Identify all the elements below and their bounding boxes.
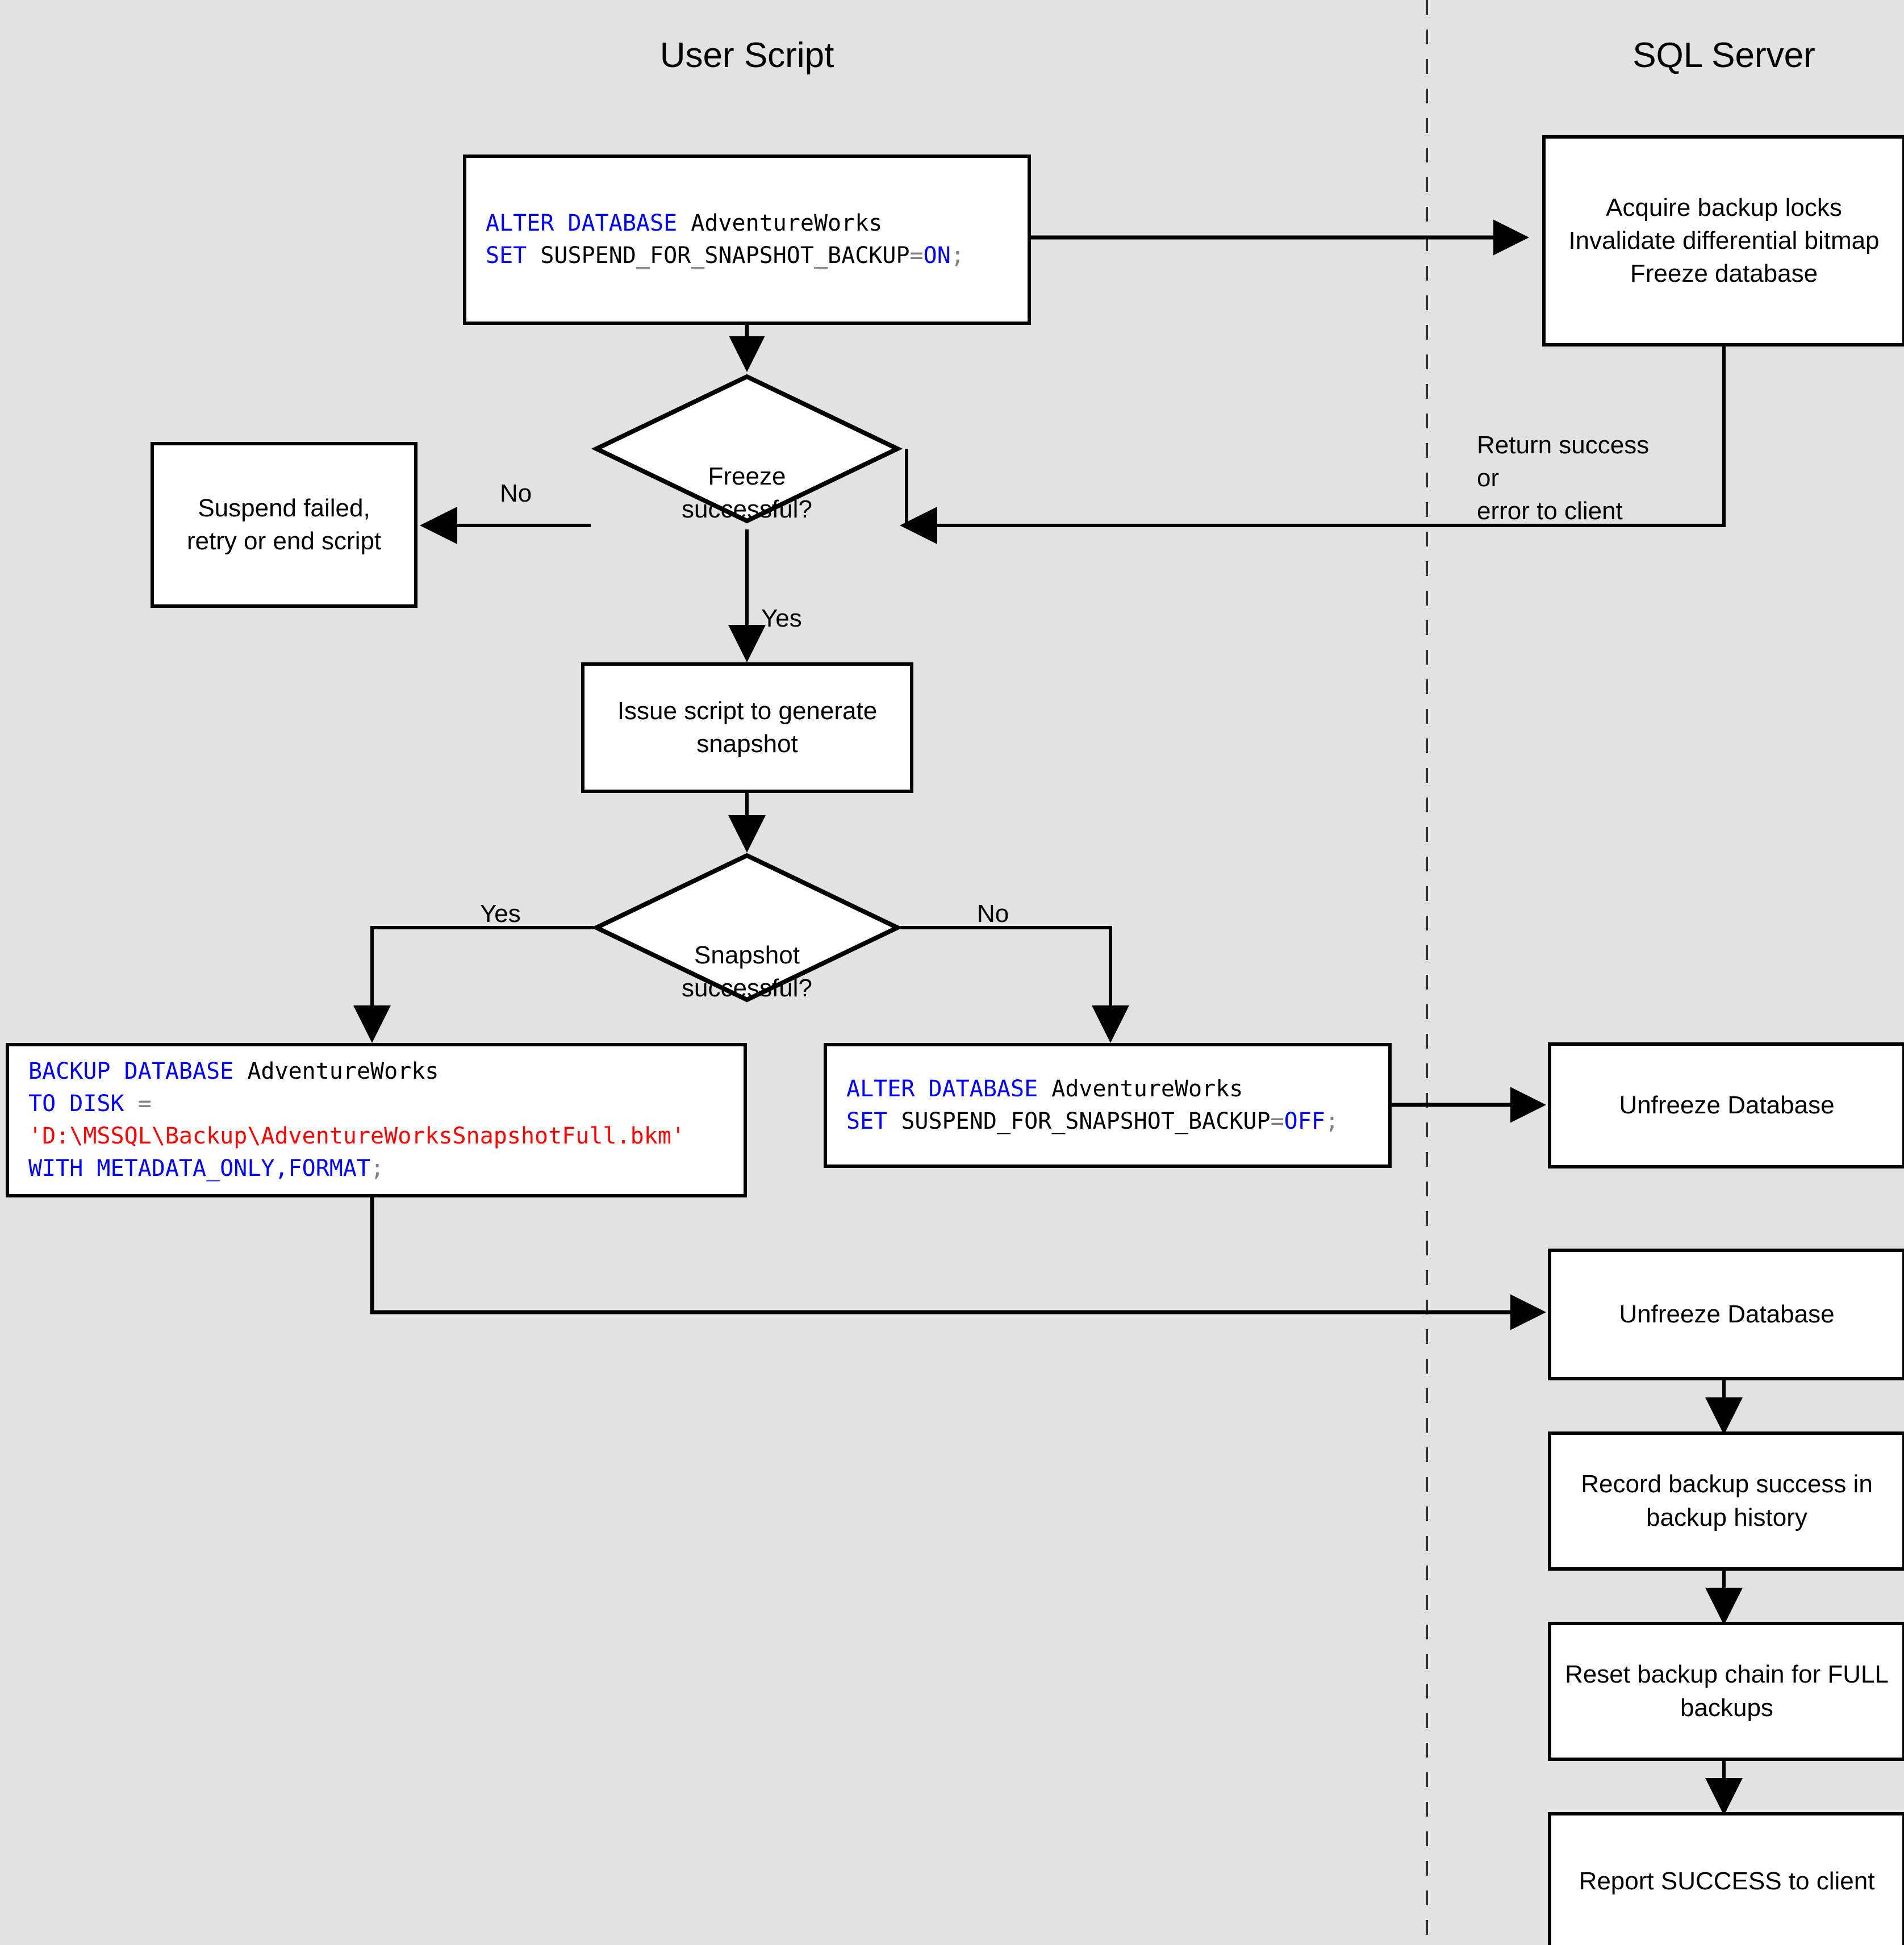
alter-on-line2-semicolon: ; (950, 243, 964, 269)
lane-title-sql-server: SQL Server (1632, 36, 1815, 75)
unfreeze-database-2-label: Unfreeze Database (1619, 1300, 1835, 1328)
alter-off-code: ALTER DATABASE AdventureWorks SET SUSPEN… (827, 1073, 1339, 1138)
edge-backup-to-unfreeze2 (370, 1197, 1546, 1330)
alter-off-line1-rest: AdventureWorks (1038, 1076, 1243, 1103)
node-acquire-backup-locks[interactable]: Acquire backup locks Invalidate differen… (1542, 135, 1904, 347)
node-unfreeze-database-1[interactable]: Unfreeze Database (1548, 1042, 1904, 1168)
unfreeze-database-1-label: Unfreeze Database (1619, 1091, 1835, 1119)
alter-off-line1-keyword: ALTER DATABASE (846, 1076, 1038, 1103)
backup-line3-path: 'D:\MSSQL\Backup\AdventureWorksSnapshotF… (28, 1123, 685, 1149)
suspend-failed-label: Suspend failed, retry or end script (186, 494, 382, 555)
node-backup-database[interactable]: BACKUP DATABASE AdventureWorks TO DISK =… (6, 1043, 747, 1197)
alter-off-line2-value: OFF (1284, 1108, 1325, 1134)
edge-snapshot-yes (353, 926, 594, 1043)
edge-label-return-status: Return success or error to client (1477, 431, 1650, 525)
edge-label-snapshot-no: No (977, 900, 1009, 928)
backup-line4-semicolon: ; (370, 1155, 385, 1182)
edge-label-snapshot-yes: Yes (480, 900, 521, 928)
edge-acquire-to-freeze (905, 347, 1726, 527)
issue-script-label: Issue script to generate snapshot (617, 696, 878, 758)
alter-off-line2-keyword: SET (846, 1108, 888, 1134)
node-record-backup-success[interactable]: Record backup success in backup history (1548, 1431, 1904, 1571)
node-issue-script[interactable]: Issue script to generate snapshot (581, 662, 913, 793)
backup-line2-equals: = (137, 1091, 152, 1117)
alter-on-code: ALTER DATABASE AdventureWorks SET SUSPEN… (466, 207, 964, 272)
node-report-success[interactable]: Report SUCCESS to client (1548, 1812, 1904, 1945)
backup-database-code: BACKUP DATABASE AdventureWorks TO DISK =… (9, 1055, 685, 1184)
node-unfreeze-database-2[interactable]: Unfreeze Database (1548, 1249, 1904, 1380)
alter-on-line2-value: ON (923, 243, 951, 269)
edge-label-freeze-yes: Yes (761, 604, 802, 632)
snapshot-decision-shape (591, 853, 903, 1003)
backup-line1-keyword: BACKUP DATABASE (28, 1058, 234, 1085)
acquire-backup-locks-label: Acquire backup locks Invalidate differen… (1568, 193, 1880, 288)
freeze-decision-shape (591, 374, 903, 524)
reset-backup-chain-label: Reset backup chain for FULL backups (1565, 1660, 1889, 1722)
alter-on-line2-equals: = (909, 243, 924, 269)
alter-on-line1-rest: AdventureWorks (677, 210, 883, 237)
lane-title-user-script: User Script (659, 36, 834, 75)
edge-label-freeze-no: No (500, 479, 532, 507)
node-reset-backup-chain[interactable]: Reset backup chain for FULL backups (1548, 1622, 1904, 1761)
node-suspend-failed[interactable]: Suspend failed, retry or end script (151, 442, 417, 608)
alter-off-line2-semicolon: ; (1325, 1108, 1339, 1134)
alter-on-line1-keyword: ALTER DATABASE (486, 210, 678, 237)
report-success-label: Report SUCCESS to client (1579, 1867, 1875, 1896)
alter-on-line2-rest: SUSPEND_FOR_SNAPSHOT_BACKUP (527, 243, 910, 269)
backup-line1-rest: AdventureWorks (233, 1058, 439, 1085)
node-alter-database-on[interactable]: ALTER DATABASE AdventureWorks SET SUSPEN… (463, 155, 1031, 325)
alter-off-line2-equals: = (1270, 1108, 1284, 1134)
alter-on-line2-keyword: SET (486, 243, 527, 269)
node-alter-database-off[interactable]: ALTER DATABASE AdventureWorks SET SUSPEN… (824, 1043, 1392, 1168)
record-backup-success-label: Record backup success in backup history (1581, 1470, 1873, 1531)
backup-line2-keyword: TO DISK (28, 1091, 138, 1117)
alter-off-line2-rest: SUSPEND_FOR_SNAPSHOT_BACKUP (887, 1108, 1271, 1134)
edge-snapshot-no (900, 926, 1129, 1043)
backup-line4-keyword: WITH METADATA_ONLY,FORMAT (28, 1155, 371, 1182)
